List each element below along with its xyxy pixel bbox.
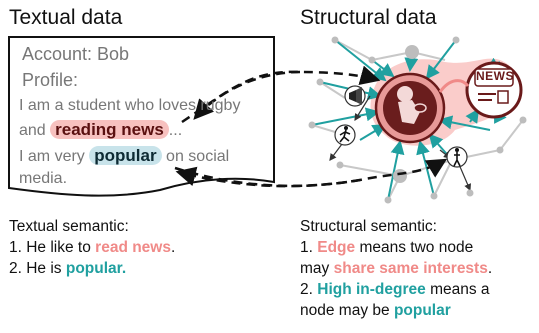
ss-item2-em: High in-degree — [317, 281, 426, 298]
document-shadow — [8, 178, 275, 197]
profile-label: Profile: — [22, 70, 79, 90]
ss-item1-em: Edge — [317, 239, 356, 256]
ts-item2-pre: 2. He is — [9, 260, 62, 277]
news-badge-label: NEWS — [476, 69, 514, 83]
grey-edges — [311, 39, 524, 201]
account-line: Account: Bob — [22, 44, 130, 64]
textual-semantic-heading: Textual semantic: — [9, 218, 129, 235]
ss-item1-num: 1. — [300, 239, 313, 256]
person-node-icon — [446, 146, 468, 168]
profile-line-4: media. — [19, 170, 68, 187]
profile-line-1: I am a student who loves rugby — [19, 97, 241, 114]
ss-item2b-pre: node may be — [300, 302, 390, 319]
structural-semantic-item-2: 2. High in-degree means a — [300, 279, 492, 300]
textual-semantic-item-2: 2. He is popular. — [9, 258, 175, 279]
dashed-arrow-popular — [174, 158, 448, 188]
ts-item2-em: popular. — [65, 260, 127, 277]
textual-semantic-block: Textual semantic: 1. He like to read new… — [9, 216, 175, 279]
structural-semantic-item-1b: may share same interests. — [300, 258, 492, 279]
dashed-arrow-popular-back — [175, 166, 361, 188]
dashed-arrow-news-back — [193, 70, 301, 120]
ss-item2b-em: popular — [393, 302, 451, 319]
profile-line-3: I am very popular on social — [19, 146, 229, 166]
megaphone-node-icon — [344, 85, 366, 107]
ss-item1b-post: . — [487, 260, 493, 277]
ts-item1-em: read news — [95, 239, 171, 256]
ss-item1-rest: means two node — [359, 239, 474, 256]
highlight-reading-news: reading news — [50, 120, 169, 139]
profile-line-2-post: ... — [168, 122, 183, 139]
profile-line-3-pre: I am very — [19, 148, 85, 165]
structural-semantic-item-2b: node may be popular — [300, 300, 492, 321]
structural-semantic-heading: Structural semantic: — [300, 218, 437, 235]
ss-item2-rest: means a — [430, 281, 490, 298]
profile-line-3-post: on social — [166, 148, 230, 165]
textual-data-title: Textual data — [9, 6, 123, 29]
structural-data-title: Structural data — [300, 6, 437, 29]
profile-line-2: and reading news... — [19, 120, 182, 140]
structural-semantic-block: Structural semantic: 1. Edge means two n… — [300, 216, 492, 321]
pink-curve-arrow — [438, 79, 470, 93]
structural-semantic-item-1: 1. Edge means two node — [300, 237, 492, 258]
news-node-icon — [465, 61, 523, 119]
ss-item2-num: 2. — [300, 281, 313, 298]
ts-item1-pre: 1. He like to — [9, 239, 91, 256]
profile-line-2-pre: and — [19, 122, 46, 139]
central-rugby-node-icon — [374, 72, 446, 144]
ss-item1b-pre: may — [300, 260, 330, 277]
textual-semantic-item-1: 1. He like to read news. — [9, 237, 175, 258]
highlight-popular: popular — [89, 146, 162, 165]
ss-item1b-em: share same interests — [333, 260, 488, 277]
ts-item1-post: . — [170, 239, 176, 256]
runner-node-icon — [334, 124, 356, 146]
